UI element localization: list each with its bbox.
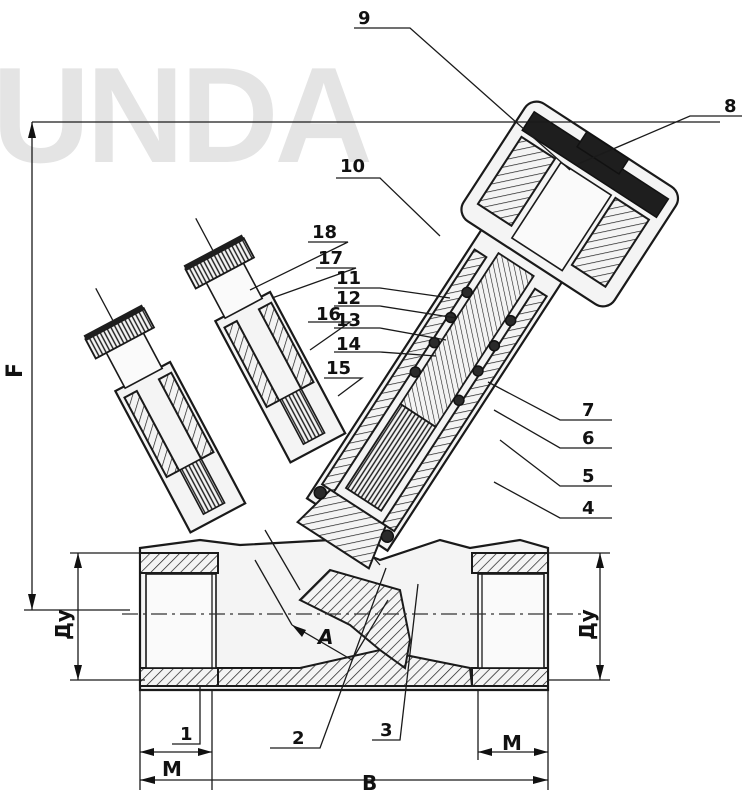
callout-9: 9 — [358, 8, 371, 29]
dim-dy-left-label: Ду — [51, 609, 75, 640]
callout-4: 4 — [582, 498, 595, 519]
callout-15: 15 — [326, 358, 351, 379]
callout-13: 13 — [336, 310, 361, 331]
dim-B-label: B — [362, 771, 377, 794]
leader-lines — [172, 27, 742, 749]
measuring-nipple-left — [83, 287, 247, 534]
callout-11: 11 — [336, 268, 361, 289]
callout-18: 18 — [312, 222, 337, 243]
dim-M-right-label: M — [502, 731, 522, 755]
callout-2: 2 — [292, 728, 305, 749]
dimension-labels: F Ду Ду A B M M — [3, 363, 599, 794]
dim-dy-right-label: Ду — [575, 609, 599, 640]
callout-10: 10 — [340, 156, 365, 177]
dim-F-label: F — [3, 363, 28, 378]
dim-A-label: A — [316, 625, 333, 649]
callout-16: 16 — [316, 304, 341, 325]
callout-1: 1 — [180, 724, 193, 745]
callout-7: 7 — [582, 400, 595, 421]
callout-17: 17 — [318, 248, 343, 269]
measuring-nipple-right — [183, 217, 347, 464]
bonnet-assembly — [295, 100, 680, 570]
callout-12: 12 — [336, 288, 361, 309]
callout-3: 3 — [380, 720, 393, 741]
callout-14: 14 — [336, 334, 361, 355]
dim-M-left-label: M — [162, 757, 182, 781]
callout-labels: 9 8 10 18 17 11 12 16 13 14 15 7 6 5 4 1… — [180, 8, 737, 749]
dimension-lines — [24, 121, 720, 790]
callout-8: 8 — [724, 96, 737, 117]
callout-6: 6 — [582, 428, 595, 449]
valve-body — [122, 529, 590, 692]
watermark-text: UNDA — [0, 39, 370, 191]
callout-5: 5 — [582, 466, 595, 487]
